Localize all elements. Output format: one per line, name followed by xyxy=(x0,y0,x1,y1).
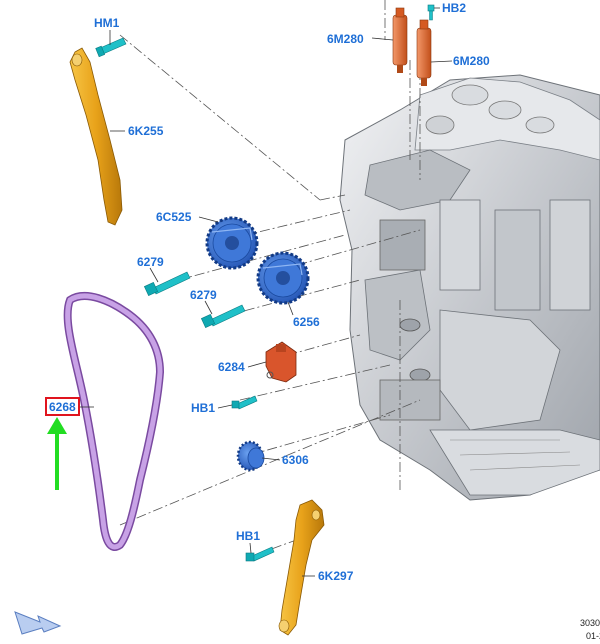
label-6284[interactable]: 6284 xyxy=(218,360,245,374)
label-6306[interactable]: 6306 xyxy=(282,453,309,467)
lower-chain-guide[interactable] xyxy=(278,499,325,636)
label-6c525[interactable]: 6C525 xyxy=(156,210,192,224)
label-hb1-b[interactable]: HB1 xyxy=(236,529,260,543)
label-hm1[interactable]: HM1 xyxy=(94,16,120,30)
leader-lines xyxy=(80,7,453,577)
label-6k297[interactable]: 6K297 xyxy=(318,569,354,583)
bolt-6279-a[interactable] xyxy=(143,271,191,297)
bolt-hb2[interactable] xyxy=(427,4,435,21)
upper-chain-guide[interactable] xyxy=(69,47,123,226)
bolt-hb1-a[interactable] xyxy=(231,395,258,410)
green-up-arrow-icon xyxy=(47,417,67,490)
label-6m280-b[interactable]: 6M280 xyxy=(453,54,490,68)
label-6279-a[interactable]: 6279 xyxy=(137,255,164,269)
tensioner-6284[interactable] xyxy=(265,341,297,383)
label-6m280-a[interactable]: 6M280 xyxy=(327,32,364,46)
label-hb2[interactable]: HB2 xyxy=(442,1,466,15)
timing-chain-6268[interactable] xyxy=(63,292,165,551)
reference-code: 3030 xyxy=(580,618,600,628)
solenoid-6m280-a[interactable] xyxy=(392,7,408,73)
reference-date: 01-2 xyxy=(586,631,600,641)
label-6256[interactable]: 6256 xyxy=(293,315,320,329)
label-6279-b[interactable]: 6279 xyxy=(190,288,217,302)
label-6268[interactable]: 6268 xyxy=(49,400,76,414)
engine-block xyxy=(339,74,600,501)
highlight-box xyxy=(45,397,80,416)
label-hb1-a[interactable]: HB1 xyxy=(191,401,215,415)
solenoid-6m280-b[interactable] xyxy=(416,19,432,86)
gear-6c525[interactable] xyxy=(205,216,259,270)
bolt-hb1-b[interactable] xyxy=(245,546,275,562)
callout-labels: HM1 HB2 6M280 6M280 6K255 6C525 6279 627… xyxy=(49,1,490,583)
label-6k255[interactable]: 6K255 xyxy=(128,124,164,138)
gear-6256[interactable] xyxy=(256,251,310,305)
alignment-lines xyxy=(119,0,421,556)
bolt-6279-b[interactable] xyxy=(200,304,246,329)
bolt-hm1[interactable] xyxy=(95,37,127,58)
sprocket-6306[interactable] xyxy=(236,440,265,472)
navigation-arrow-icon[interactable] xyxy=(14,611,62,635)
